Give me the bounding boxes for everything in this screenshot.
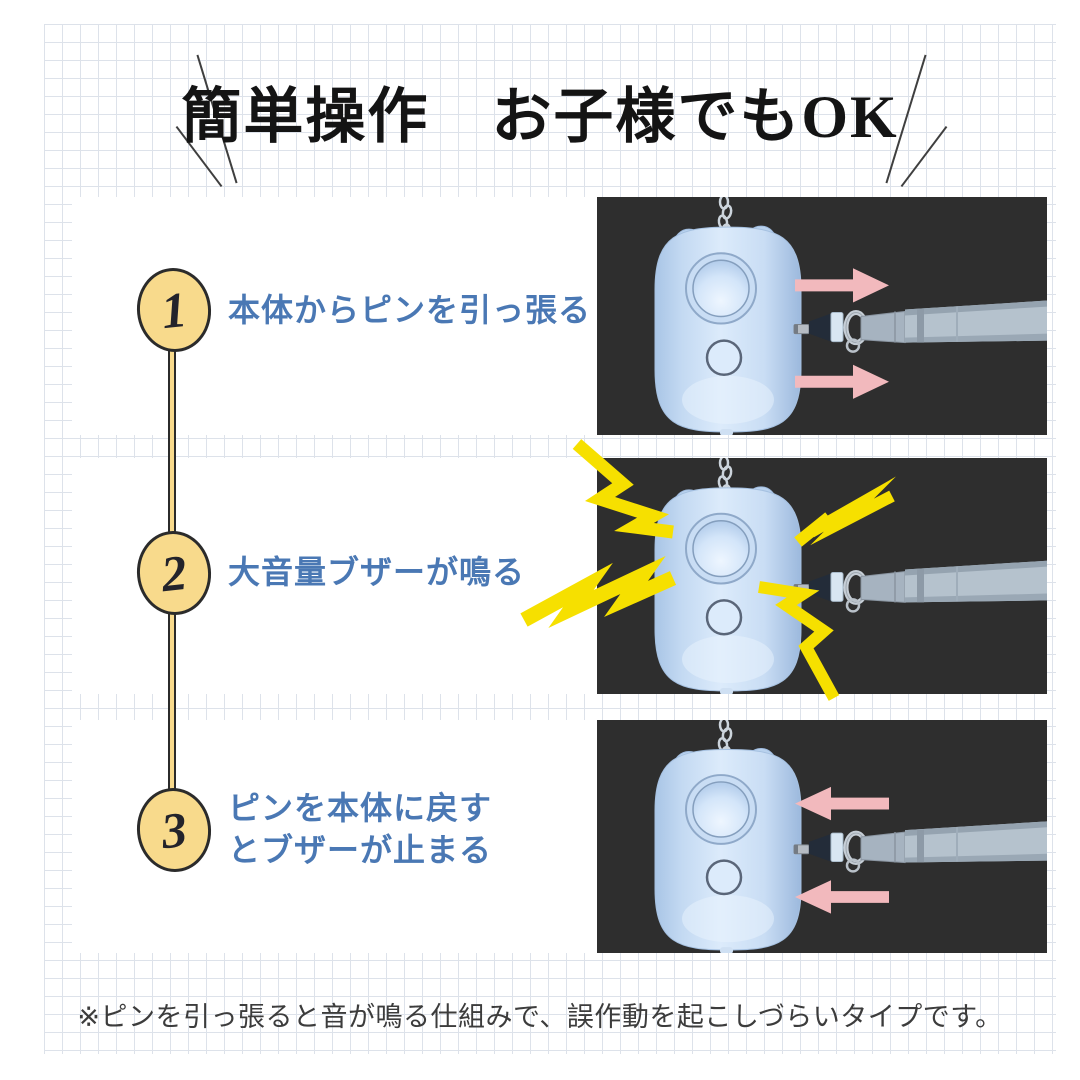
- step-row-3: [72, 720, 1047, 953]
- photo-panel-step2: [597, 458, 1047, 694]
- photo-panel-step1: [597, 197, 1047, 435]
- alarm-photo-step1: [597, 197, 1047, 435]
- photo-panel-step3: [597, 720, 1047, 953]
- step-label-2: 大音量ブザーが鳴る: [228, 554, 526, 590]
- step-number: 2: [158, 543, 190, 603]
- step-row-2: [72, 439, 1047, 701]
- alarm-photo-step3: [597, 720, 1047, 953]
- pull-arrow-right-icon: [795, 268, 889, 399]
- step-label-3: ピンを本体に戻す とブザーが止まる: [228, 788, 492, 871]
- step-label-3-line1: ピンを本体に戻す: [228, 790, 493, 826]
- step-label-1: 本体からピンを引っ張る: [228, 292, 592, 328]
- footnote: ※ピンを引っ張ると音が鳴る仕組みで、誤作動を起こしづらいタイプです。: [77, 1002, 1003, 1032]
- step-label-3-line2: とブザーが止まる: [228, 831, 493, 868]
- step-number: 3: [158, 800, 190, 860]
- step-row-1: [72, 197, 1047, 435]
- step-number: 1: [158, 280, 190, 340]
- page-title: 簡単操作 お子様でもOK: [181, 84, 899, 150]
- push-arrow-left-icon: [795, 786, 889, 914]
- alarm-photo-step2: [597, 458, 1047, 694]
